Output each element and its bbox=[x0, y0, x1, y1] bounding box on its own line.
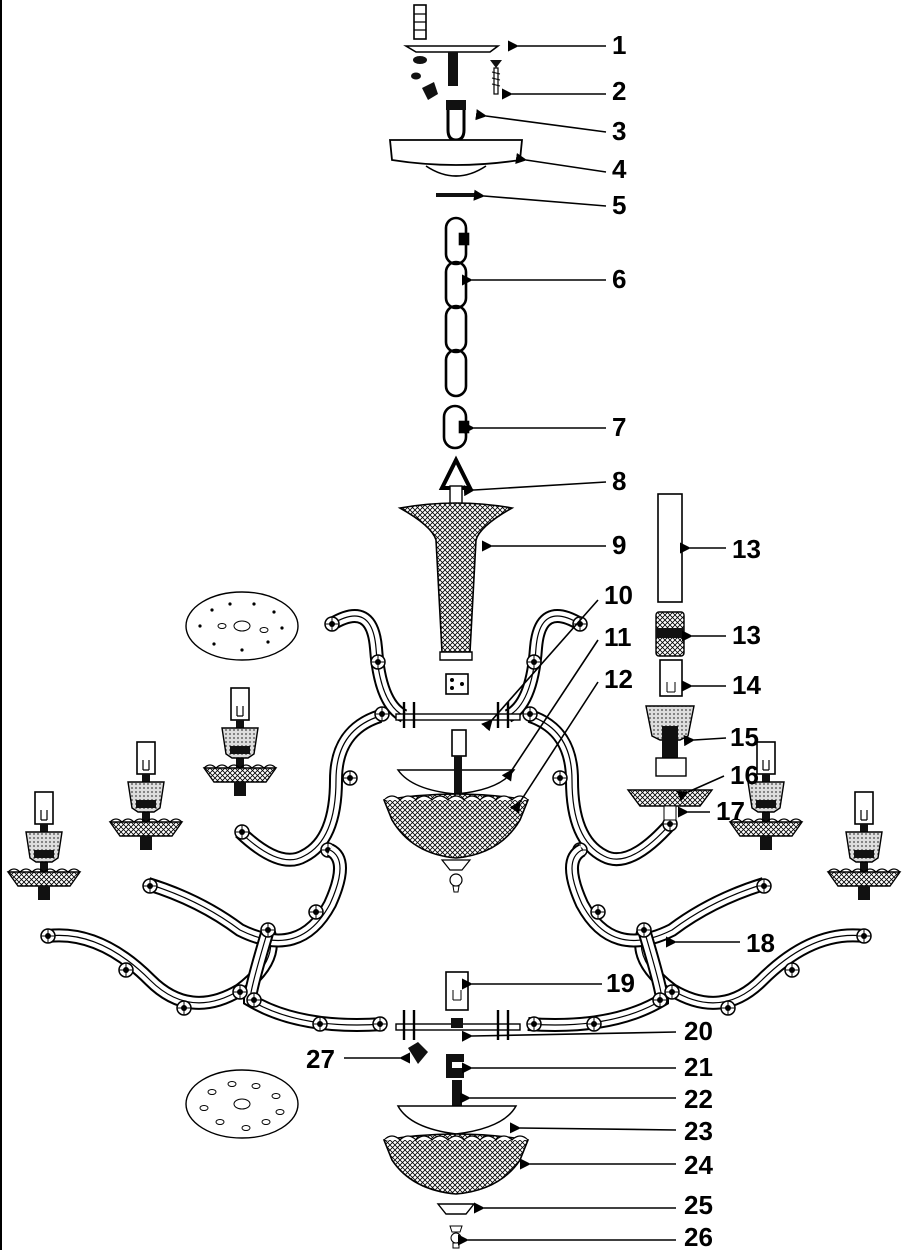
finial-icon bbox=[449, 1225, 463, 1249]
callout-19: 19 bbox=[606, 968, 635, 998]
callout-8: 8 bbox=[612, 466, 626, 496]
callout-13b: 13 bbox=[732, 620, 761, 650]
exploded-candle-assembly bbox=[626, 493, 714, 821]
candle-holder-icon bbox=[109, 741, 183, 851]
lower-arm-bridge-right bbox=[527, 927, 670, 1032]
lower-arm-bridge-left bbox=[242, 927, 385, 1032]
chain-icon bbox=[444, 216, 470, 398]
mounting-plate-icon bbox=[403, 45, 501, 100]
screw-icon bbox=[490, 60, 502, 95]
callout-12: 12 bbox=[604, 664, 633, 694]
callout-14: 14 bbox=[732, 670, 761, 700]
callout-21: 21 bbox=[684, 1052, 713, 1082]
callout-22: 22 bbox=[684, 1084, 713, 1114]
callout-27: 27 bbox=[306, 1044, 335, 1074]
lower-arm-inner-right bbox=[565, 843, 767, 948]
callout-23: 23 bbox=[684, 1116, 713, 1146]
nut-icon bbox=[408, 1042, 428, 1064]
callout-24: 24 bbox=[684, 1150, 713, 1180]
upper-bowl-icon bbox=[382, 729, 530, 893]
candle-holder-icon bbox=[203, 687, 277, 797]
callout-18: 18 bbox=[746, 928, 775, 958]
callout-16: 16 bbox=[730, 760, 759, 790]
loop-icon bbox=[438, 455, 474, 505]
callout-9: 9 bbox=[612, 530, 626, 560]
crystal-plate-icon bbox=[185, 1069, 299, 1139]
lower-arm-inner-left bbox=[145, 843, 347, 948]
chain-link-icon bbox=[442, 404, 470, 450]
canopy-icon bbox=[389, 139, 523, 177]
callout-25: 25 bbox=[684, 1190, 713, 1220]
callout-6: 6 bbox=[612, 264, 626, 294]
candle-holder-icon bbox=[7, 791, 81, 901]
callout-15: 15 bbox=[730, 722, 759, 752]
callout-2: 2 bbox=[612, 76, 626, 106]
callout-13a: 13 bbox=[732, 534, 761, 564]
upper-arm-left bbox=[235, 609, 408, 867]
lower-bowl-icon bbox=[382, 1080, 530, 1195]
coupler-icon bbox=[446, 1054, 464, 1078]
central-column-icon bbox=[397, 502, 515, 695]
upper-ring-plate bbox=[395, 702, 521, 728]
leader-lines bbox=[344, 40, 740, 1246]
callout-10: 10 bbox=[604, 580, 633, 610]
callout-3: 3 bbox=[612, 116, 626, 146]
callout-11: 11 bbox=[604, 622, 632, 652]
socket-icon bbox=[445, 971, 469, 1028]
ring-nut-icon bbox=[436, 193, 476, 197]
callout-26: 26 bbox=[684, 1222, 713, 1250]
callout-4: 4 bbox=[612, 154, 627, 184]
callout-17: 17 bbox=[716, 796, 745, 826]
candle-holder-icon bbox=[827, 791, 901, 901]
callout-5: 5 bbox=[612, 190, 626, 220]
hook-icon bbox=[446, 100, 466, 142]
crystal-plate-icon bbox=[185, 591, 299, 661]
callout-7: 7 bbox=[612, 412, 626, 442]
callout-20: 20 bbox=[684, 1016, 713, 1046]
anchor-bolt-icon bbox=[413, 4, 427, 40]
ceiling-mount-group bbox=[389, 4, 523, 197]
callout-labels: 1 2 3 4 5 6 7 8 9 10 11 12 13 13 14 15 1… bbox=[306, 30, 775, 1250]
finial-cap-icon bbox=[436, 1203, 476, 1215]
callout-1: 1 bbox=[612, 30, 626, 60]
